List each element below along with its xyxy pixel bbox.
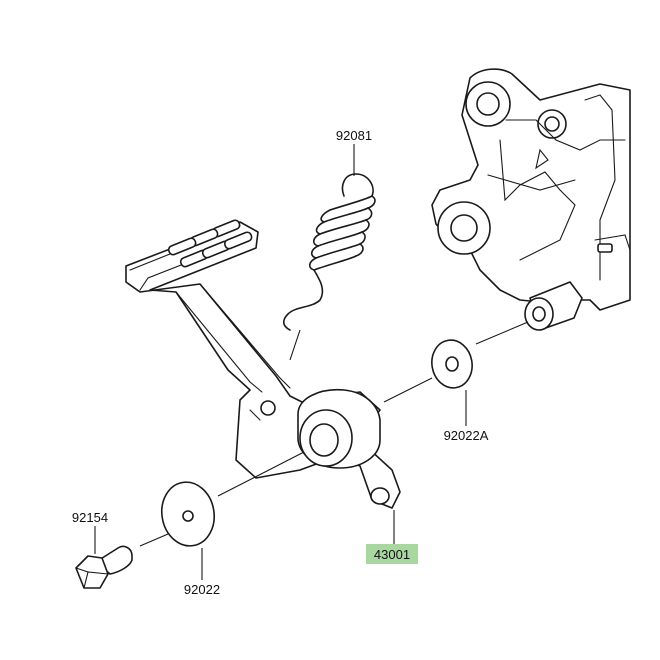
label-washer-92022a[interactable]: 92022A [444, 428, 489, 443]
bolt-92154 [75, 545, 133, 589]
assembly-lines [139, 321, 529, 547]
pivot-shaft [524, 281, 583, 331]
part-highlight [366, 544, 418, 564]
label-bolt-92154[interactable]: 92154 [72, 510, 108, 525]
return-spring [282, 173, 376, 331]
label-spring-92081[interactable]: 92081 [336, 128, 372, 143]
label-washer-92022[interactable]: 92022 [184, 582, 220, 597]
washer-92022 [160, 481, 216, 547]
label-brake-pedal-43001[interactable]: 43001 [374, 547, 410, 562]
washer-92022a [431, 339, 473, 389]
frame-bracket [431, 68, 631, 311]
brake-pedal [125, 219, 401, 509]
label-leaders [94, 144, 467, 580]
